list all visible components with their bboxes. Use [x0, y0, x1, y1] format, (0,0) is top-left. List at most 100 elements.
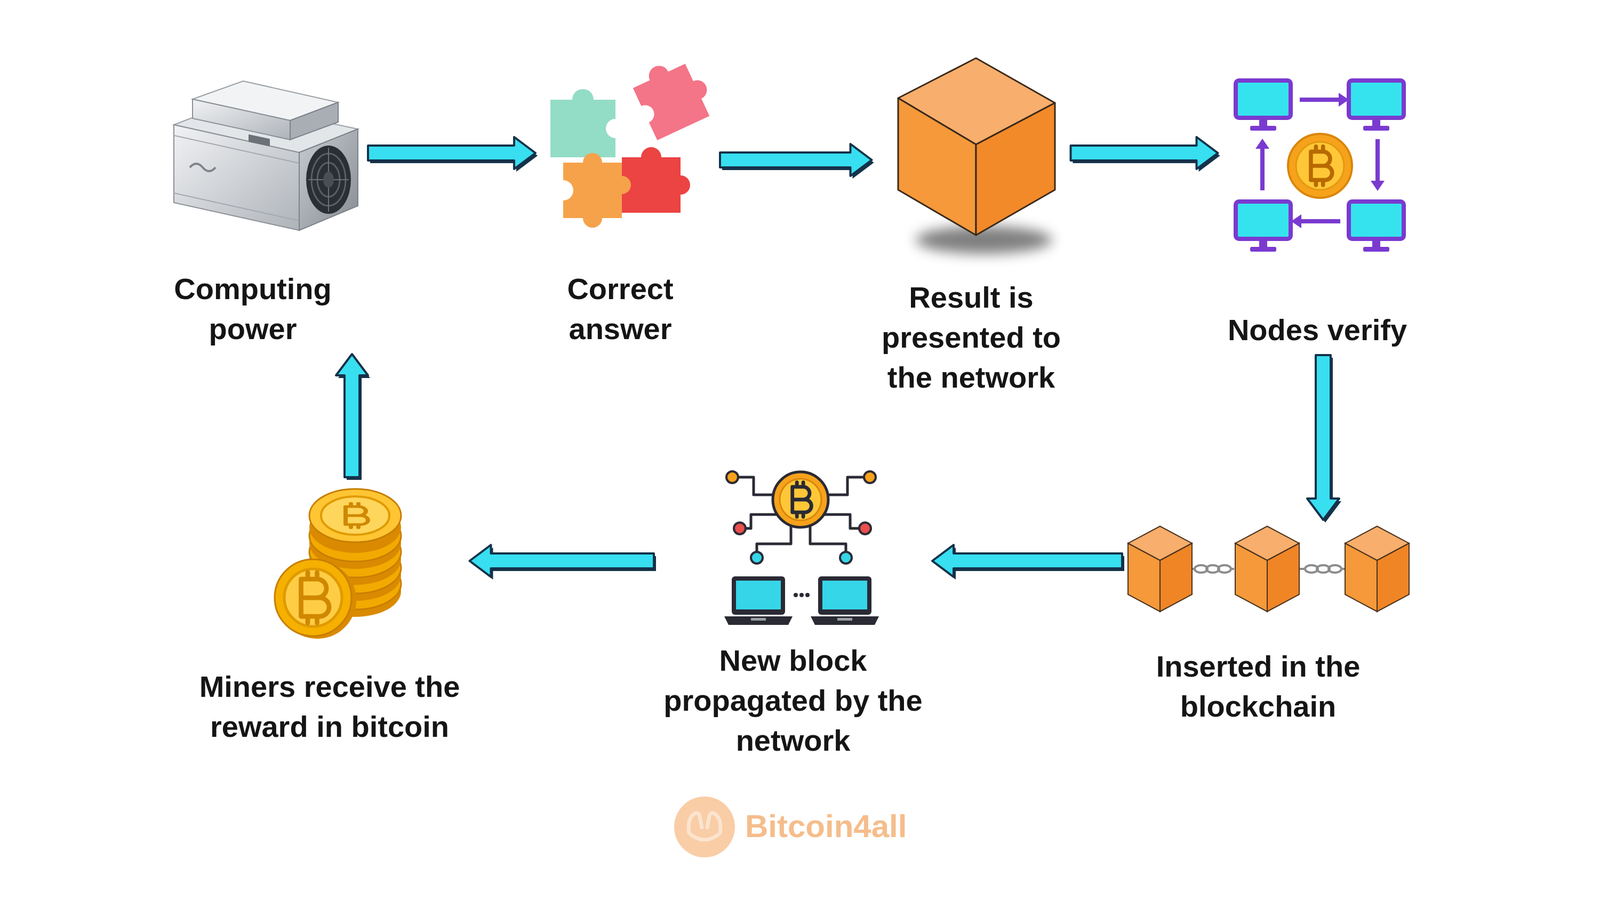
stage-node: Result is presented to the network	[877, 56, 1066, 398]
propagation-illustration-part	[799, 593, 804, 598]
network-illustration-part-part	[1310, 146, 1333, 186]
blockchain-illustration-part-part	[1230, 568, 1235, 571]
puzzle-illustration-part	[572, 89, 594, 111]
puzzle-illustration-part-part	[684, 77, 711, 103]
miner-illustration-part	[192, 99, 291, 140]
blockchain-illustration-part-part	[1341, 568, 1345, 571]
network-illustration-part	[1235, 201, 1291, 252]
stage-node: New block propagated by the network	[659, 469, 927, 761]
propagation-illustration-part	[750, 552, 763, 564]
coins-illustration-part-part	[345, 503, 368, 528]
block-illustration-part	[976, 102, 1055, 236]
network-illustration-part-part	[1235, 201, 1291, 239]
propagation-illustration-part-part	[746, 514, 778, 529]
icon-space	[659, 469, 927, 641]
puzzle-illustration-part	[605, 118, 626, 139]
blockchain-illustration-part-part	[1128, 543, 1160, 612]
network-illustration-part	[1310, 146, 1333, 186]
propagation-illustration-part-part	[738, 477, 774, 495]
blockchain-illustration-part-part	[1328, 565, 1342, 573]
propagation-illustration-part	[731, 576, 786, 615]
network-illustration-part	[1291, 214, 1302, 229]
arrow-body	[368, 137, 536, 170]
blockchain-illustration-part	[1235, 526, 1300, 612]
stage-node: Inserted in the blockchain	[1127, 525, 1411, 727]
arrow-body	[469, 545, 655, 578]
coins-illustration-part	[274, 559, 352, 637]
propagation-illustration-part	[864, 471, 876, 484]
network-illustration-part	[1288, 133, 1352, 198]
coins-illustration-part-part	[321, 496, 390, 535]
propagation-illustration-part	[822, 580, 868, 610]
propagation-illustration-part-part	[827, 477, 864, 495]
puzzle-illustration-part-part	[633, 64, 710, 141]
network-illustration-part-part	[1372, 241, 1381, 248]
puzzle-illustration-part	[553, 180, 574, 201]
blockchain-illustration-part-part	[1267, 543, 1300, 612]
propagation-illustration-part-part	[810, 526, 846, 552]
propagation-illustration-part	[840, 552, 852, 564]
stage-node: Miners receive the reward in bitcoin	[195, 482, 465, 747]
puzzle-illustration-part	[620, 50, 718, 145]
flow-arrow	[932, 545, 1125, 580]
propagation-illustration-part	[736, 580, 781, 610]
miner-illustration-part	[173, 124, 300, 231]
network-illustration-part	[1338, 92, 1349, 107]
propagation-illustration-part-part	[756, 526, 791, 552]
flow-arrow	[469, 545, 657, 580]
puzzle-illustration-part	[582, 208, 603, 228]
propagation-illustration-part	[837, 618, 853, 621]
coins-illustration-part	[301, 572, 330, 624]
flow-arrow	[1307, 355, 1342, 523]
arrow-body	[720, 144, 872, 176]
arrow-body	[1307, 355, 1340, 520]
stage-label: Miners receive the reward in bitcoin	[195, 666, 465, 747]
network-illustration-part	[1348, 80, 1404, 131]
blockchain-illustration-part-part	[1345, 543, 1378, 612]
propagation-illustration-part-part	[823, 514, 859, 529]
logo-mark-part	[688, 813, 702, 834]
blockchain-illustration	[1127, 525, 1411, 616]
miner-illustration-part	[299, 129, 358, 231]
arrow-body	[336, 354, 368, 478]
logo-mark-part	[707, 813, 721, 834]
flow-arrow	[1070, 137, 1221, 172]
propagation-illustration-part	[859, 522, 871, 535]
blockchain-illustration-part	[1345, 526, 1410, 612]
network-illustration	[1234, 79, 1406, 253]
network-illustration-part-part	[1348, 201, 1404, 239]
puzzle-illustration-part	[582, 153, 603, 173]
network-illustration-part	[1299, 97, 1340, 102]
stage-node: Nodes verify	[1223, 79, 1412, 350]
propagation-illustration-part-part	[792, 482, 812, 518]
blockchain-illustration-part-part	[1235, 543, 1268, 612]
propagation-illustration	[724, 469, 880, 628]
icon-space	[1223, 79, 1412, 310]
propagation-illustration-part	[724, 616, 793, 626]
network-illustration-part-part	[1235, 80, 1291, 118]
stage-label: Nodes verify	[1223, 309, 1412, 350]
propagation-illustration-part	[793, 593, 798, 598]
flow-arrow	[720, 144, 875, 179]
propagation-illustration-part	[805, 593, 810, 598]
coins-illustration-part-part-part	[345, 503, 368, 528]
network-illustration-part	[1255, 138, 1270, 149]
icon-space	[877, 56, 1066, 278]
miner-illustration-part	[306, 145, 351, 214]
network-illustration-part	[1235, 80, 1291, 131]
propagation-illustration-part	[750, 618, 766, 621]
propagation-illustration-part	[733, 522, 746, 535]
network-illustration-part	[1370, 180, 1385, 191]
coins-illustration-part-part	[301, 572, 330, 624]
network-illustration-part-part	[1363, 125, 1390, 131]
arrow-body	[1070, 137, 1219, 170]
icon-space	[540, 56, 715, 269]
logo-mark-part	[691, 835, 718, 840]
network-illustration-part-part	[1363, 246, 1390, 252]
miner-illustration	[168, 71, 363, 233]
puzzle-illustration-part-part	[633, 102, 658, 127]
icon-space	[1127, 525, 1411, 647]
network-illustration-part-part	[1250, 246, 1277, 252]
stage-label: Correct answer	[562, 268, 678, 349]
icon-space	[168, 71, 363, 269]
